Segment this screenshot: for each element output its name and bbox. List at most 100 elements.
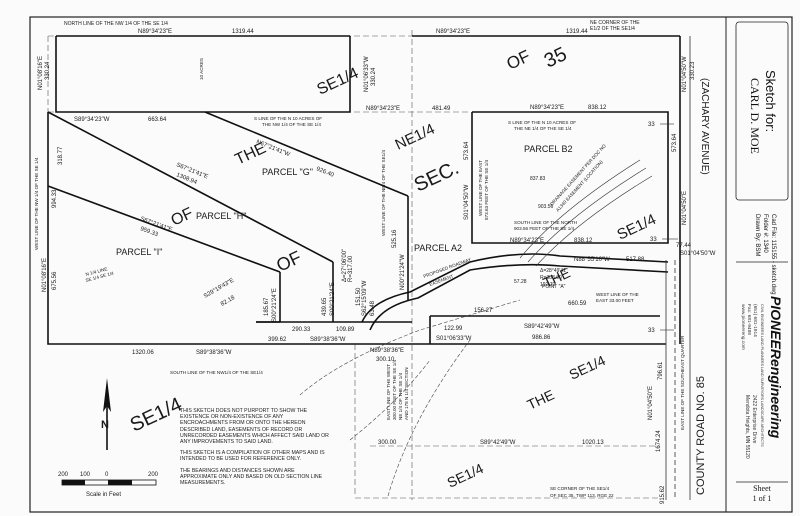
dist-660: 660.59 [568, 301, 587, 307]
curve-delta: Δ=27°06'00" [342, 249, 348, 282]
west-top-dist: 330.24 [45, 61, 51, 80]
s-line-ne-1: S LINE OF THE N 10 ACRES OF [508, 120, 576, 125]
ne-corner-label-2: E1/2 OF THE SE1/4 [590, 26, 635, 32]
mid-top-bearing: N01°06'33"W [364, 56, 370, 92]
n67-dist: 926.40 [315, 166, 335, 179]
west-line-east-1: WEST LINE OF THE EAST [478, 160, 483, 216]
note-2: THIS SKETCH IS A COMPILATION OF OTHER MA… [180, 450, 325, 463]
west-bearing: N01°08'16"E [42, 258, 48, 292]
company-web: www.pioneereng.com [740, 304, 745, 350]
se-corner-1: SE CORNER OF THE SE1/4 [550, 486, 610, 491]
company-name: PIONEERengineering [768, 296, 784, 439]
s-line-n10-1: S LINE OF THE N 10 ACRES OF [254, 116, 322, 121]
b2-east-dist: 573.64 [672, 133, 678, 152]
watermark-se14-top: SE1/4 [315, 65, 362, 99]
north-ten-acres-boundary [55, 36, 351, 113]
east-line-west-1: EAST LINE OF THE WEST [386, 364, 391, 420]
parcel-i-label: PARCEL "I" [116, 247, 162, 257]
company-services: CIVIL ENGINEERS LAND PLANNERS LAND SURVE… [760, 304, 764, 447]
s62-bearing: S62°15'09"W [362, 280, 368, 316]
top-right-dist: 1319.44 [566, 29, 588, 35]
utility-easement-lines [299, 299, 521, 497]
curve2-delta: Δ=28°49'41" [540, 268, 568, 274]
curve-r: R=317.00 [348, 255, 354, 282]
ne-corner-label-1: NE CORNER OF THE [590, 20, 640, 26]
s00-439: 439.65 [322, 297, 328, 316]
north-arrow-letter: N [101, 419, 109, 431]
north-line-label: NORTH LINE OF THE NW 1/4 OF THE SE 1/4 [64, 21, 168, 27]
sketch-for-label: Sketch for: [763, 70, 778, 133]
mid-top-dist: 330.24 [371, 67, 377, 86]
parcel-labels: PARCEL "G" PARCEL "H" PARCEL "I" PARCEL … [116, 144, 573, 257]
b2-top-bearing: N89°34'23"E [530, 105, 564, 111]
s00-bearing: S00°21'24"E [272, 288, 278, 322]
drainage-easement [519, 159, 653, 267]
west-line-nw: WEST LINE OF THE NW 1/4 OF THE SE 1/4 [34, 157, 39, 250]
south-line-nw: SOUTH LINE OF THE NW1/4 OF THE SE1/4 [170, 370, 263, 375]
s-line-ne-2: THE NE 1/4 OF THE SE 1/4 [514, 126, 572, 131]
curve2-r: R=383.00 [540, 275, 562, 281]
dist-300: 300.00 [378, 440, 397, 446]
dist-156: 156.27 [474, 308, 493, 314]
east-s01: S01°04'50"W [680, 251, 716, 257]
s89-left-bearing: S89°34'23"W [74, 117, 110, 123]
west-line-east-2: 873.63 FEET OF THE SE 1/4 [484, 159, 489, 220]
curve2-l: 192.70 [540, 282, 556, 288]
company-phone: (651) 681-1914 [752, 304, 757, 337]
s01-06-33: S01°06'33"W [436, 336, 472, 342]
east-dist-77: 77.44 [676, 243, 692, 249]
folder-number: Folder #: 1340 [762, 214, 768, 253]
scale-tick-4: 200 [148, 472, 159, 478]
dist-122: 122.99 [444, 326, 463, 332]
parcel-b2-label: PARCEL B2 [524, 144, 573, 154]
east-bottom-bearing: N01°04'50"E [648, 386, 654, 420]
watermark-se14-bottom: SE1/4 [445, 460, 487, 491]
bottom-399: 399.62 [268, 337, 287, 343]
parcel-h-label: PARCEL "H" [196, 211, 246, 221]
scale-caption: Scale in Feet [86, 492, 121, 498]
north-arrow: N [101, 378, 111, 450]
parcel-i-s29-dist: 82.18 [220, 295, 237, 308]
dist-915: 915.62 [660, 485, 666, 504]
watermark-35: 35 [541, 43, 570, 72]
ten-acres-label: 10 ACRES [199, 58, 204, 80]
scale-tick-3: 0 [105, 472, 109, 478]
n89-dist: 300.10 [376, 357, 395, 363]
east-line-west-3: NE 1/4 OF THE SE 1/4 [398, 372, 403, 420]
scale-bar: 200 100 0 200 Scale in Feet [58, 472, 159, 498]
company-fax: Fax: 681-9488 [746, 304, 751, 335]
title-block-lines [735, 21, 789, 483]
zachary-avenue-label: (ZACHARY AVENUE) [699, 78, 710, 175]
company-address-2: Mendota Heights, MN 55120 [744, 395, 750, 459]
sheet-border [29, 16, 793, 513]
top-right-bearing: N89°34'23"E [436, 29, 470, 35]
drain-easement-2: A1340 EASEMENT (LOCATION) [555, 159, 604, 213]
bottom-109: 109.89 [336, 327, 355, 333]
east-line-sec: EAST LINE OF THE SOUTHEAST QUARTER [680, 335, 685, 430]
s89-left-dist: 663.64 [148, 117, 167, 123]
s-line-bearing: N89°34'23"E [366, 106, 400, 112]
watermark-of-1: OF [504, 46, 533, 73]
sheet-number: 1 of 1 [752, 494, 772, 503]
west-318: 318.77 [58, 146, 64, 165]
west-line-east33-1: WEST LINE OF THE [596, 292, 639, 297]
s89-42-49-w: S89°42'49"W [524, 324, 560, 330]
b2-903: 903.56 [538, 204, 554, 210]
dist-1320: 1320.06 [132, 350, 154, 356]
bottom-s89: S89°38'36"W [196, 350, 232, 356]
watermark-sec: SEC. [411, 157, 463, 197]
county-road-label: COUNTY ROAD NO. 85 [695, 376, 707, 495]
west-line-east33-2: EAST 33.00 FEET [596, 298, 634, 303]
dist-57: 57.28 [514, 279, 527, 285]
s89-42-49-w-b: S89°42'49"W [480, 440, 516, 446]
south-line-north-1: SOUTH LINE OF THE NORTH [514, 220, 577, 225]
s62-dist: 63.48 [370, 300, 376, 316]
west-top-bearing: N01°08'16"E [38, 56, 44, 90]
b2-west-bearing: S01°04'50"W [464, 184, 470, 220]
s-line-n10-2: THE NW 1/4 OF THE SE 1/4 [262, 122, 321, 127]
n00-bearing: N00°21'24"W [400, 254, 406, 290]
s-line-dist: 481.49 [432, 106, 451, 112]
parcel-a2-label: PARCEL A2 [414, 243, 462, 253]
